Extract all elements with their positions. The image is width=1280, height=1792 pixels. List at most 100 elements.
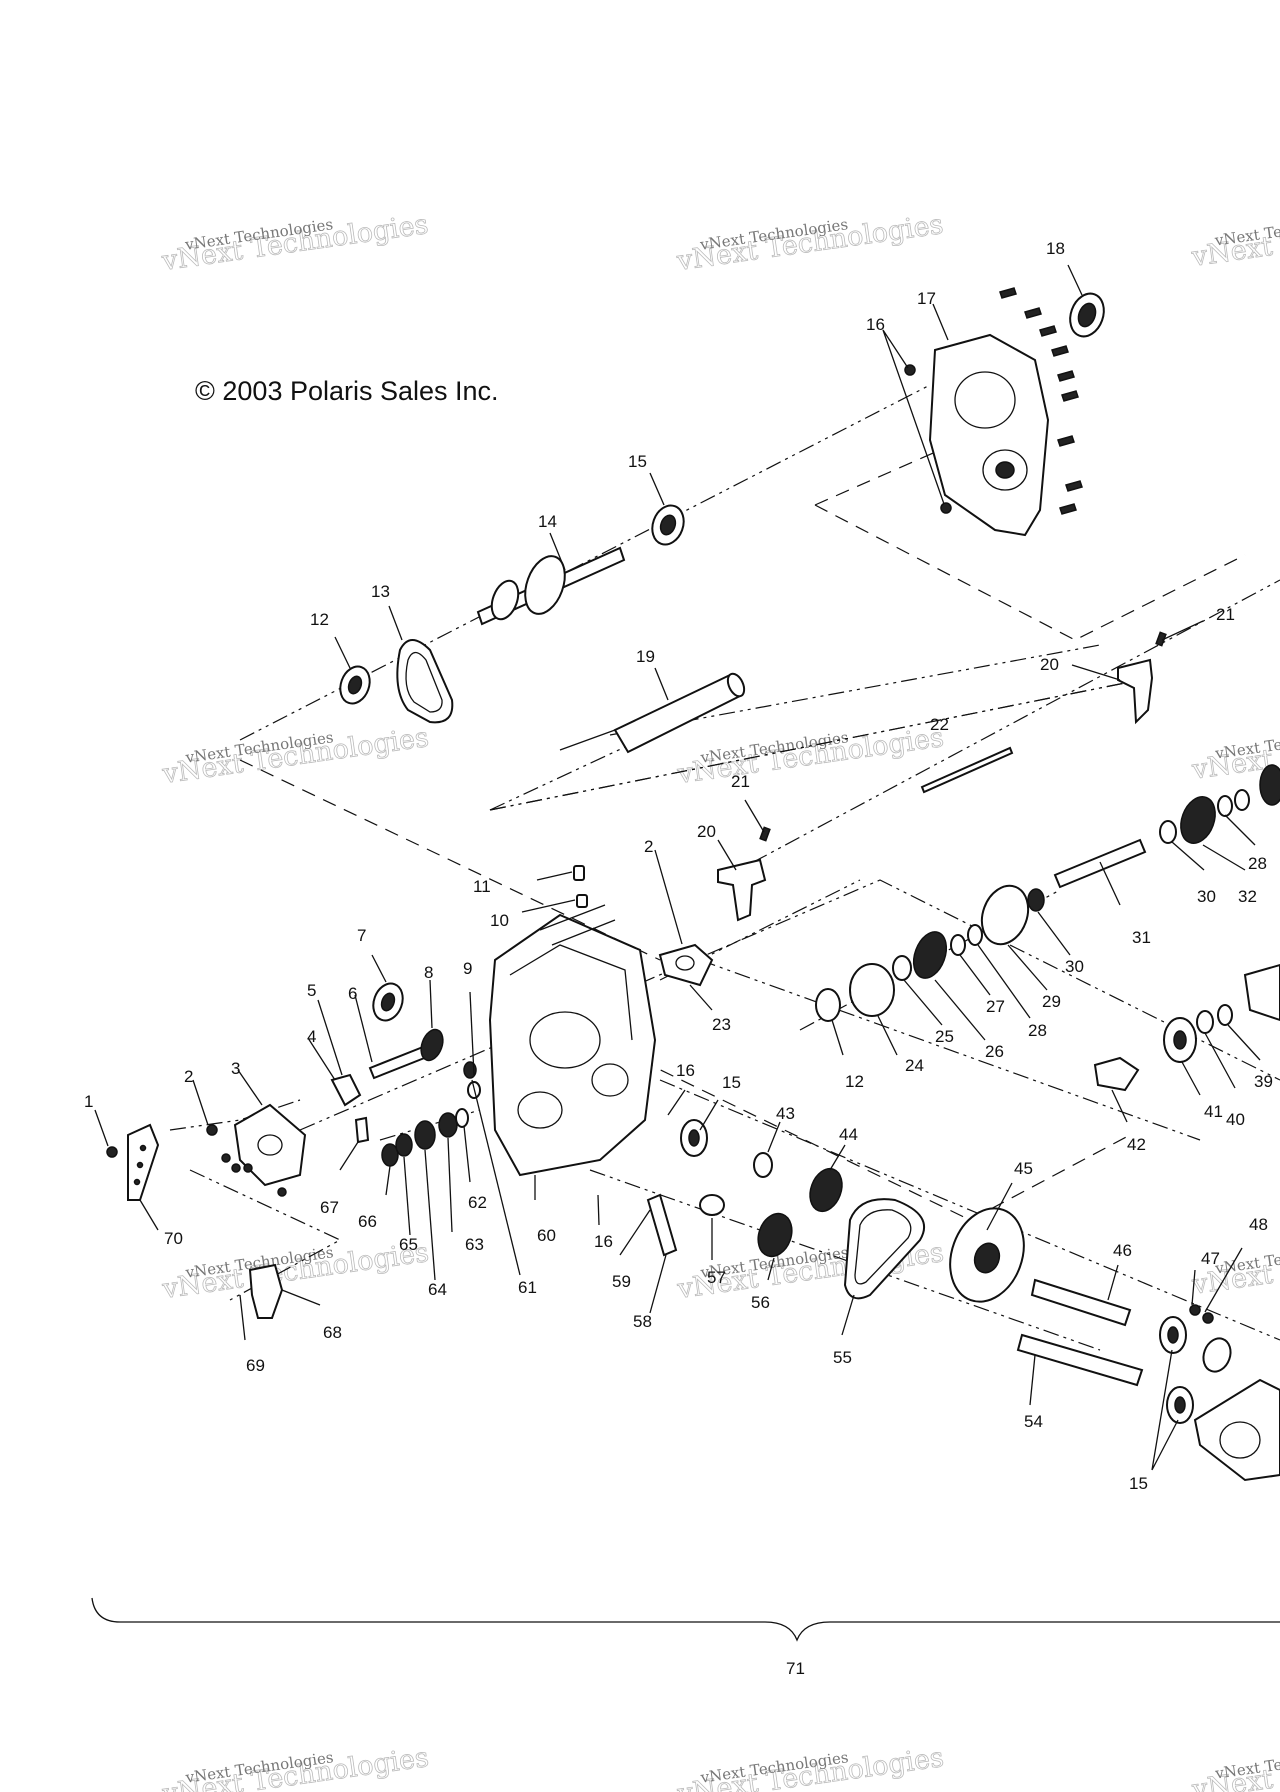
- callout-2: 2: [644, 837, 653, 856]
- part-19-shaft: [559, 672, 746, 754]
- part-13-chain: [396, 639, 454, 724]
- callout-41: 41: [1204, 1102, 1223, 1121]
- part-4-lever: [330, 1073, 362, 1107]
- callout-7: 7: [357, 926, 366, 945]
- bottom-brace: [91, 1597, 1280, 1642]
- callout-16: 16: [676, 1061, 695, 1080]
- part-56-gear: [757, 1212, 793, 1258]
- callout-15: 15: [628, 452, 647, 471]
- part-58-59-plug: [646, 1193, 678, 1257]
- watermark: vNext Technologies vNext Technologies: [674, 722, 946, 791]
- callout-8: 8: [424, 963, 433, 982]
- part-18-seal: [1069, 292, 1105, 338]
- callout-69: 69: [246, 1356, 265, 1375]
- part-22-rod: [920, 746, 1014, 794]
- callout-21: 21: [731, 772, 750, 791]
- part-12-bearing: [339, 665, 371, 705]
- callout-15: 15: [1129, 1474, 1148, 1493]
- callout-21: 21: [1216, 605, 1235, 624]
- callout-labels: 18 17 16 15 14 13 12 19 21 20 22 21 20 2…: [84, 239, 1273, 1678]
- callout-16: 16: [866, 315, 885, 334]
- watermark: vNext Technologies vNext Technologies: [674, 1742, 946, 1792]
- part-46-shaft: [1030, 1278, 1132, 1327]
- watermark: vNext Technologies vNext Technologies: [159, 1742, 431, 1792]
- part-12-bearing-lower: [815, 988, 841, 1022]
- part-47-48-group: [1189, 1304, 1280, 1482]
- dashed-reference-line: [239, 759, 661, 961]
- callout-10: 10: [490, 911, 509, 930]
- copyright-notice: © 2003 Polaris Sales Inc.: [195, 376, 499, 406]
- watermark: vNext Technologies vNext Technologies: [1189, 1737, 1280, 1792]
- watermark: vNext Technologies vNext Technologies: [159, 1237, 431, 1306]
- part-43-washer: [753, 1152, 773, 1178]
- leader-lines: [94, 264, 1261, 1471]
- cover-bolts: [999, 287, 1083, 515]
- callout-45: 45: [1014, 1159, 1033, 1178]
- callout-59: 59: [612, 1272, 631, 1291]
- callout-15: 15: [722, 1073, 741, 1092]
- callout-66: 66: [358, 1212, 377, 1231]
- part-8-gear: [420, 1028, 444, 1062]
- axis-line: [719, 579, 1280, 881]
- callout-70: 70: [164, 1229, 183, 1248]
- axis-line: [589, 1169, 1101, 1351]
- callout-9: 9: [463, 959, 472, 978]
- callout-6: 6: [348, 984, 357, 1003]
- callout-40: 40: [1226, 1110, 1245, 1129]
- callout-23: 23: [712, 1015, 731, 1034]
- axis-line: [299, 879, 1280, 1131]
- callout-5: 5: [307, 981, 316, 1000]
- part-45-disk: [949, 1207, 1025, 1303]
- callout-12: 12: [845, 1072, 864, 1091]
- callout-24: 24: [905, 1056, 924, 1075]
- axis-line: [489, 739, 641, 811]
- callout-16: 16: [594, 1232, 613, 1251]
- callout-63: 63: [465, 1235, 484, 1254]
- callout-19: 19: [636, 647, 655, 666]
- callout-30: 30: [1065, 957, 1084, 976]
- callout-47: 47: [1201, 1249, 1220, 1268]
- part-68-sensor: [248, 1263, 284, 1319]
- callout-12: 12: [310, 610, 329, 629]
- callout-31: 31: [1132, 928, 1151, 947]
- watermark: vNext Technologies vNext Technologies: [159, 209, 431, 278]
- watermark: vNext Technologies vNext Technologies: [159, 722, 431, 791]
- callout-1: 1: [84, 1092, 93, 1111]
- part-55-belt: [843, 1198, 926, 1300]
- callout-22: 22: [930, 715, 949, 734]
- part-70-bracket: [127, 1123, 160, 1201]
- part-16-nuts: [904, 364, 952, 514]
- callout-30: 30: [1197, 887, 1216, 906]
- part-15-bearing: [651, 504, 685, 546]
- part-10-11-fittings: [573, 865, 588, 908]
- dashed-reference-line: [814, 504, 1246, 641]
- callout-28: 28: [1028, 1021, 1047, 1040]
- callout-11: 11: [473, 877, 491, 896]
- callout-64: 64: [428, 1280, 447, 1299]
- gear-stack: [815, 764, 1280, 1022]
- callout-67: 67: [320, 1198, 339, 1217]
- callout-18: 18: [1046, 239, 1065, 258]
- part-14-shaft: [476, 546, 626, 626]
- part-57-bushing: [699, 1194, 725, 1216]
- part-39-42-group: [1093, 963, 1280, 1092]
- callout-61: 61: [518, 1278, 537, 1297]
- callout-42: 42: [1127, 1135, 1146, 1154]
- axis-line: [699, 959, 1201, 1141]
- callout-3: 3: [231, 1059, 240, 1078]
- callout-65: 65: [399, 1235, 418, 1254]
- callout-58: 58: [633, 1312, 652, 1331]
- part-61-66-gears: [381, 1061, 481, 1167]
- watermark: vNext Technologies vNext Technologies: [1189, 204, 1280, 273]
- dashed-reference-line: [639, 1059, 1131, 1221]
- part-42: [1093, 1056, 1140, 1092]
- part-54-shaft: [1016, 1333, 1144, 1387]
- part-21-pin: [759, 631, 1167, 842]
- callout-27: 27: [986, 997, 1005, 1016]
- callout-68: 68: [323, 1323, 342, 1342]
- callout-60: 60: [537, 1226, 556, 1245]
- callout-29: 29: [1042, 992, 1061, 1011]
- callout-43: 43: [776, 1104, 795, 1123]
- axis-line: [169, 1099, 301, 1131]
